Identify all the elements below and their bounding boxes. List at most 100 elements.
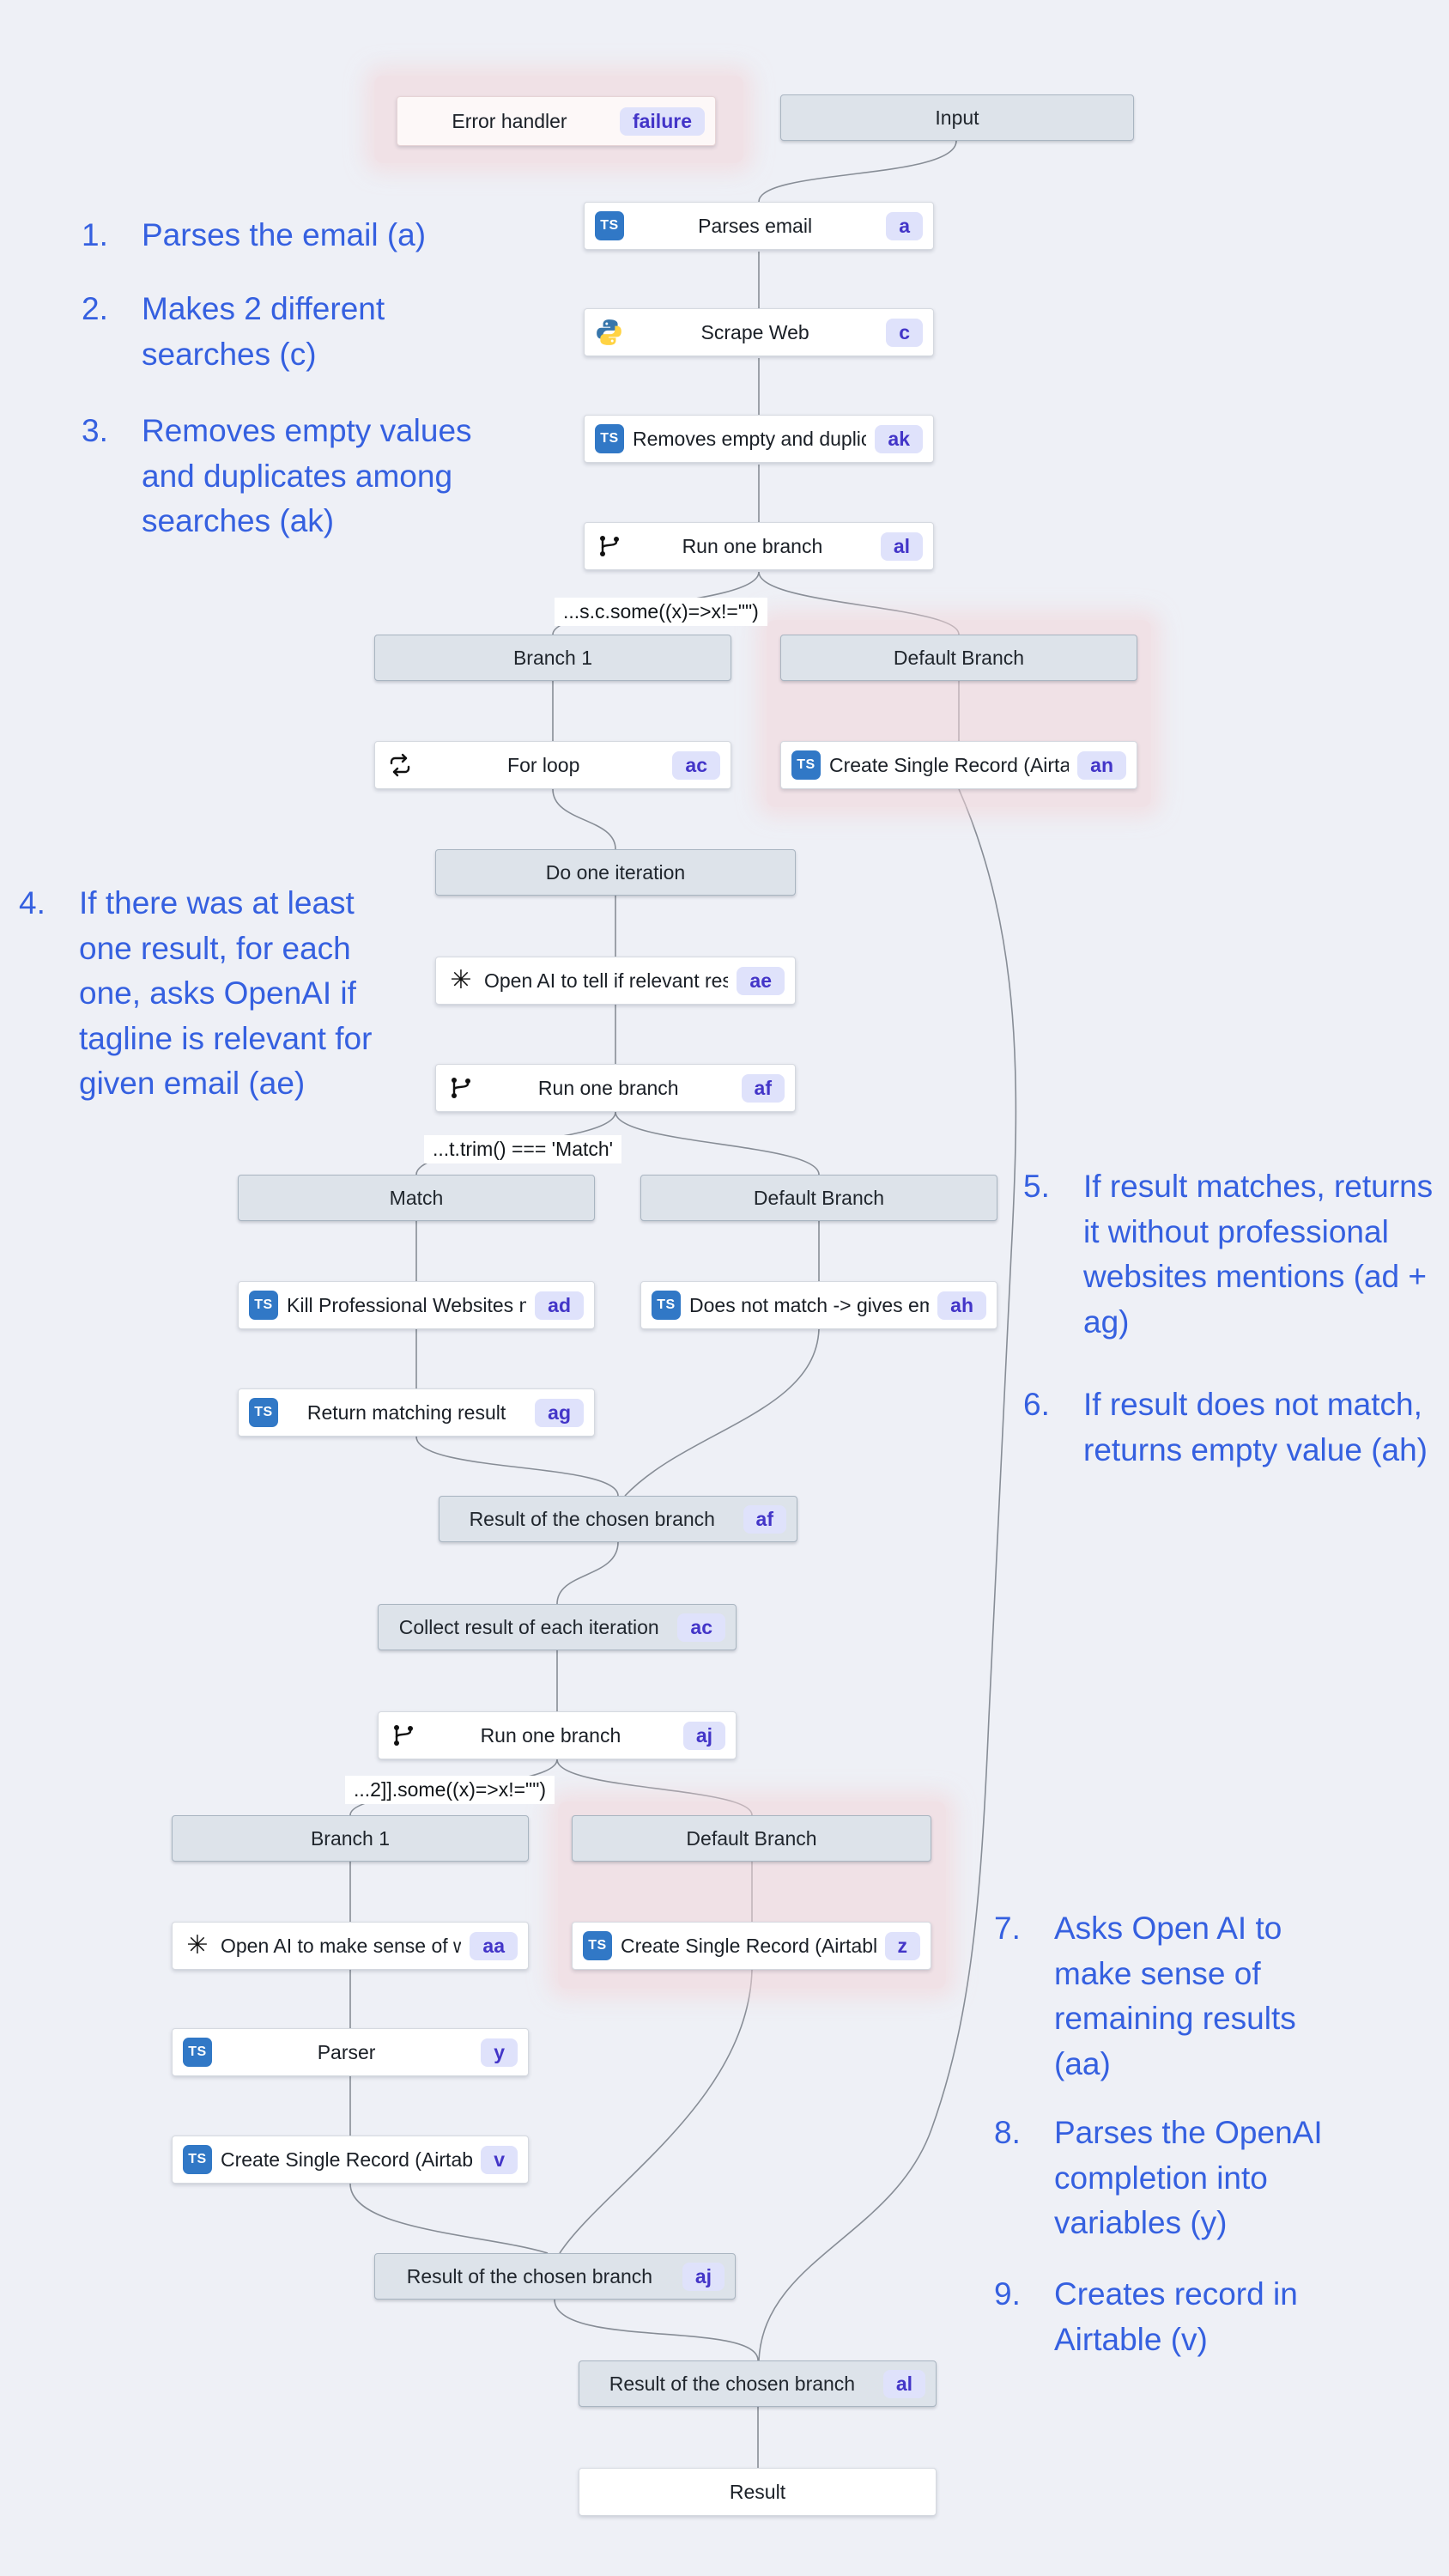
node-label: Result of the chosen branch — [609, 2372, 856, 2395]
node-label: Create Single Record (Airtable) — [221, 2148, 473, 2171]
edge — [758, 140, 957, 203]
node-return-matching-result[interactable]: TS Return matching result ag — [238, 1388, 595, 1437]
branch-header-branch1[interactable]: Branch 1 — [374, 635, 731, 681]
node-label: Does not match -> gives empty value — [689, 1293, 930, 1316]
node-result-of-chosen-branch-af[interactable]: Result of the chosen branch af — [439, 1496, 797, 1542]
annotation-number: 6. — [1023, 1387, 1050, 1422]
node-run-one-branch-af[interactable]: Run one branch af — [435, 1064, 796, 1112]
node-error-handler[interactable]: Error handler failure — [397, 96, 716, 146]
node-result[interactable]: Result — [579, 2468, 937, 2516]
annotation-8: 8. Parses the OpenAI completion into var… — [994, 2111, 1363, 2246]
node-label: Run one branch — [537, 1076, 679, 1099]
node-label: Parser — [317, 2040, 376, 2063]
node-label: Do one iteration — [545, 860, 686, 884]
branch-condition-label: ...s.c.some((x)=>x!="") — [555, 598, 767, 626]
edge — [615, 1111, 820, 1176]
node-label: Scrape Web — [700, 320, 809, 343]
branch-condition-label: ...t.trim() === 'Match' — [424, 1135, 622, 1163]
annotation-1: 1. Parses the email (a) — [82, 213, 426, 258]
node-label: Run one branch — [480, 1723, 621, 1747]
annotation-text: If result does not match, returns empty … — [1083, 1387, 1428, 1467]
node-label: Match — [389, 1186, 444, 1209]
typescript-icon: TS — [583, 1931, 612, 1960]
node-badge: ac — [677, 1613, 725, 1642]
edge — [758, 788, 1017, 2361]
node-label: Collect result of each iteration — [398, 1615, 659, 1638]
node-badge: aj — [682, 1721, 725, 1750]
node-badge: v — [481, 2145, 518, 2174]
node-result-of-chosen-branch-aj[interactable]: Result of the chosen branch aj — [374, 2253, 736, 2300]
typescript-icon: TS — [595, 211, 624, 240]
node-badge: ak — [875, 424, 923, 453]
node-badge: z — [884, 1931, 920, 1960]
node-badge: al — [882, 2369, 925, 2398]
branch-header-branch1[interactable]: Branch 1 — [172, 1815, 529, 1862]
node-badge: ag — [535, 1398, 584, 1427]
node-badge: af — [741, 1073, 785, 1103]
node-label: Run one branch — [682, 534, 823, 557]
node-create-single-record-v[interactable]: TS Create Single Record (Airtable) v — [172, 2136, 529, 2184]
node-input[interactable]: Input — [780, 94, 1134, 141]
node-label: Removes empty and duplicates — [633, 427, 867, 450]
annotation-number: 3. — [82, 413, 108, 448]
annotation-text: Asks Open AI to make sense of remaining … — [1054, 1911, 1296, 2081]
typescript-icon: TS — [249, 1398, 278, 1427]
branch-icon — [389, 1721, 418, 1750]
annotation-2: 2. Makes 2 different searches (c) — [82, 287, 433, 377]
node-run-one-branch-aj[interactable]: Run one branch aj — [378, 1711, 737, 1759]
node-label: Open AI to tell if relevant result — [484, 969, 729, 992]
branch-header-match[interactable]: Match — [238, 1175, 595, 1221]
branch-header-default-branch[interactable]: Default Branch — [572, 1815, 931, 1862]
node-badge: aa — [470, 1931, 518, 1960]
node-label: Error handler — [452, 109, 567, 132]
node-run-one-branch-al[interactable]: Run one branch al — [584, 522, 934, 570]
node-badge: ac — [672, 750, 720, 780]
annotation-text: If there was at least one result, for ea… — [79, 885, 373, 1102]
annotation-text: Parses the email (a) — [142, 217, 427, 252]
node-scrape-web[interactable]: Scrape Web c — [584, 308, 934, 356]
annotation-number: 9. — [994, 2276, 1021, 2312]
branch-header-default-branch[interactable]: Default Branch — [780, 635, 1137, 681]
node-label: Create Single Record (Airtable) — [829, 753, 1070, 776]
openai-icon: ✳ — [186, 1931, 209, 1959]
branch-header-do-one-iteration[interactable]: Do one iteration — [435, 849, 796, 896]
loop-icon — [385, 750, 415, 780]
node-openai-relevant[interactable]: ✳ Open AI to tell if relevant result ae — [435, 957, 796, 1005]
node-parser[interactable]: TS Parser y — [172, 2028, 529, 2076]
node-create-single-record-an[interactable]: TS Create Single Record (Airtable) an — [780, 741, 1137, 789]
node-for-loop[interactable]: For loop ac — [374, 741, 731, 789]
node-label: For loop — [507, 753, 580, 776]
annotation-number: 4. — [19, 885, 45, 920]
node-label: Input — [935, 106, 979, 129]
node-label: Default Branch — [753, 1186, 885, 1209]
node-does-not-match[interactable]: TS Does not match -> gives empty value a… — [640, 1281, 997, 1329]
node-result-of-chosen-branch-al[interactable]: Result of the chosen branch al — [579, 2360, 937, 2407]
node-collect-result-of-each-iteration[interactable]: Collect result of each iteration ac — [378, 1604, 737, 1650]
node-label: Parses email — [698, 214, 813, 237]
annotation-text: Creates record in Airtable (v) — [1054, 2276, 1298, 2357]
node-parses-email[interactable]: TS Parses email a — [584, 202, 934, 250]
edge — [552, 788, 616, 850]
node-badge: an — [1077, 750, 1126, 780]
typescript-icon: TS — [183, 2038, 212, 2067]
typescript-icon: TS — [249, 1291, 278, 1320]
failure-badge: failure — [619, 106, 705, 136]
node-openai-make-sense[interactable]: ✳ Open AI to make sense of web info aa — [172, 1922, 529, 1970]
node-label: Return matching result — [306, 1400, 506, 1424]
node-label: Open AI to make sense of web info — [221, 1934, 462, 1957]
openai-icon: ✳ — [450, 966, 472, 994]
node-label: Branch 1 — [512, 646, 593, 669]
annotation-3: 3. Removes empty values and duplicates a… — [82, 409, 494, 544]
annotation-text: Removes empty values and duplicates amon… — [142, 413, 472, 539]
node-create-single-record-z[interactable]: TS Create Single Record (Airtable) z — [572, 1922, 931, 1970]
branch-header-default-branch[interactable]: Default Branch — [640, 1175, 997, 1221]
typescript-icon: TS — [652, 1291, 681, 1320]
node-kill-professional-websites-mentions[interactable]: TS Kill Professional Websites mentions a… — [238, 1281, 595, 1329]
annotation-text: Parses the OpenAI completion into variab… — [1054, 2115, 1323, 2241]
node-label: Default Branch — [893, 646, 1025, 669]
annotation-number: 1. — [82, 217, 108, 252]
node-removes-empty-and-duplicates[interactable]: TS Removes empty and duplicates ak — [584, 415, 934, 463]
python-icon — [595, 318, 624, 347]
node-badge: ah — [937, 1291, 986, 1320]
